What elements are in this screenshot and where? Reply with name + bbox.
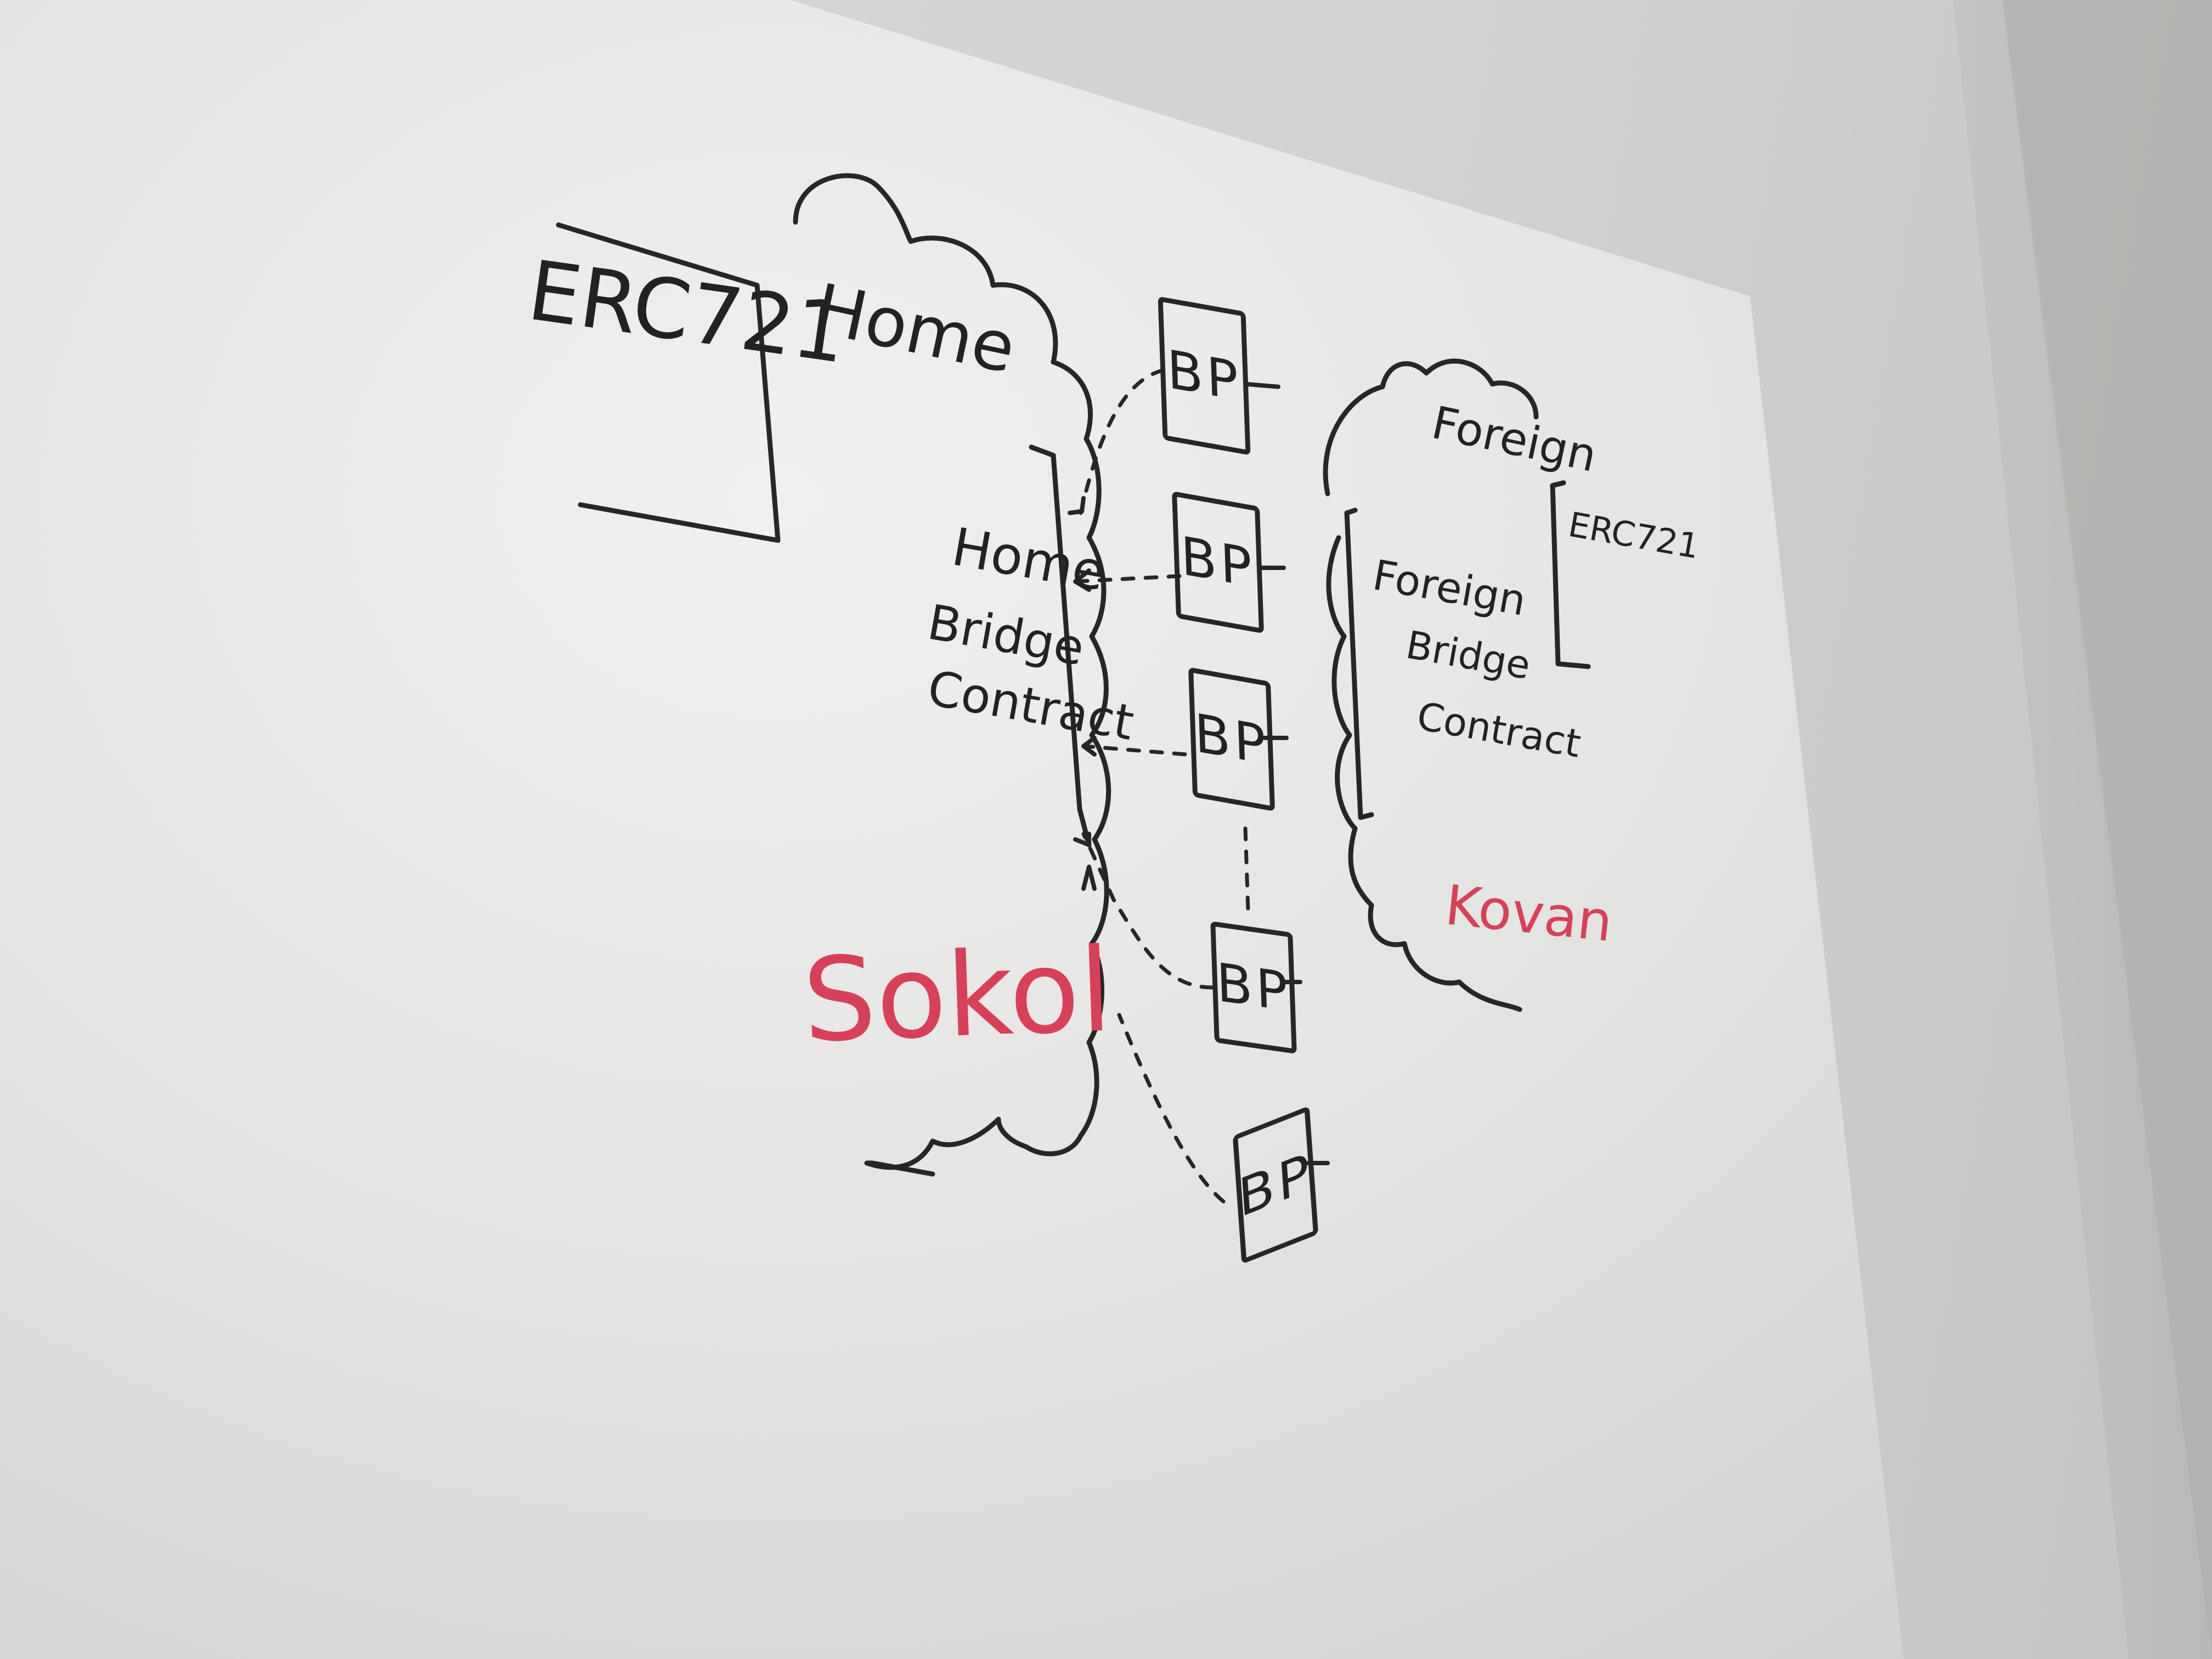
bp-node-2: BP — [1172, 491, 1264, 634]
bp-connections — [1073, 368, 1250, 1204]
home-network-label: Sokol — [800, 923, 1114, 1068]
bp-node-1: BP — [1158, 296, 1251, 456]
bp-node-label: BP — [1215, 951, 1292, 1024]
bp-node-4: BP — [1210, 921, 1297, 1054]
bp-ticks — [1243, 382, 1330, 1165]
bp-node-3: BP — [1188, 667, 1276, 812]
foreign-bridge-bar — [1344, 507, 1374, 820]
bp-node-label: BP — [1193, 702, 1270, 777]
foreign-cloud — [1323, 358, 1539, 1012]
bp-node-label: BP — [1180, 524, 1256, 600]
bp-node-label: BP — [1166, 338, 1243, 414]
home-cloud — [793, 173, 1111, 1177]
erc721-foreign-bracket — [1550, 480, 1591, 669]
erc721-home-box — [556, 222, 781, 543]
bp-node-label: BP — [1236, 1140, 1315, 1230]
arrow-heads — [1068, 496, 1097, 891]
foreign-network-label: Kovan — [1442, 873, 1616, 955]
